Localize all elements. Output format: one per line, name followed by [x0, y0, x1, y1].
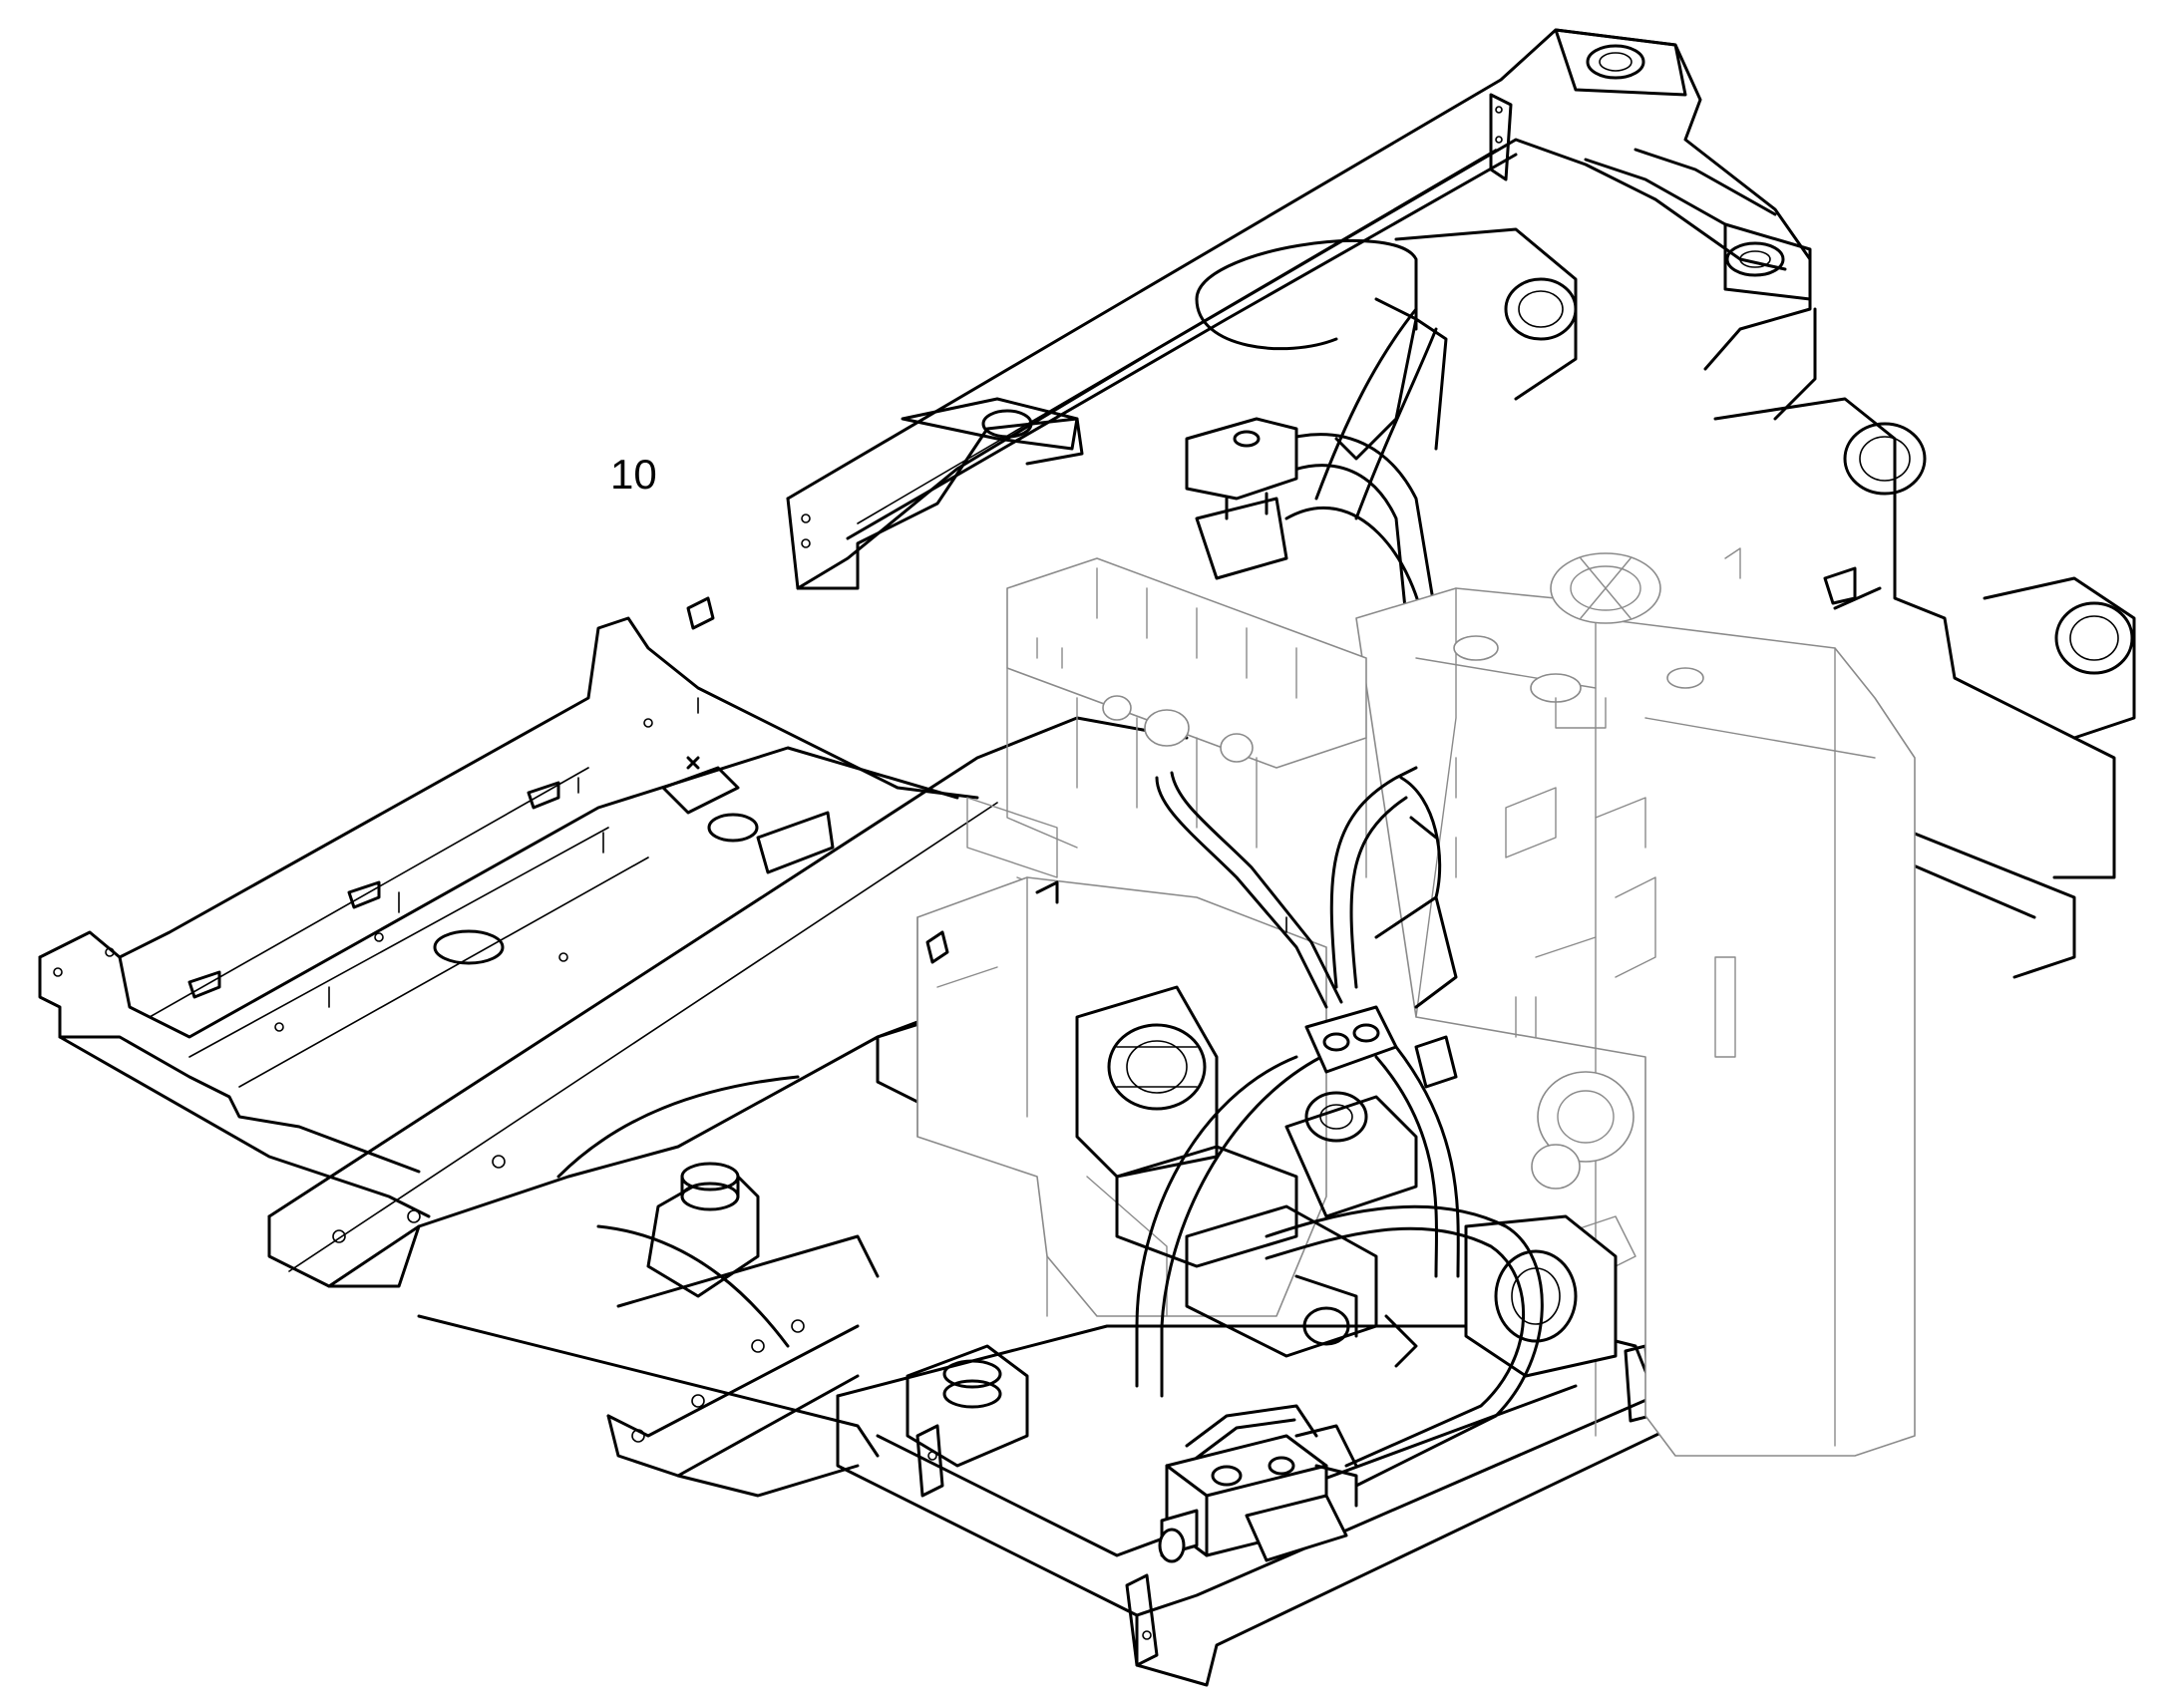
front-lower-frame [836, 1324, 1677, 1687]
callout-label: 10 [610, 451, 657, 498]
lower-left-frame [38, 616, 979, 1218]
main-chassis-beam [267, 716, 1189, 1498]
rubber-mount-left [646, 1162, 760, 1298]
pilot-valve [1185, 417, 1298, 580]
rear-upper-frame [786, 28, 1817, 590]
upper-rail-left-end [786, 397, 1084, 590]
hose-clamp [1304, 1005, 1398, 1074]
hydraulic-hoses [1135, 766, 1544, 1488]
rubber-mount-front [906, 1344, 1029, 1468]
travel-valve-block [1158, 1404, 1358, 1563]
tank-block-ghost [1355, 547, 1916, 1457]
fasteners [577, 596, 1287, 964]
hydraulic-pump [1115, 1091, 1418, 1368]
